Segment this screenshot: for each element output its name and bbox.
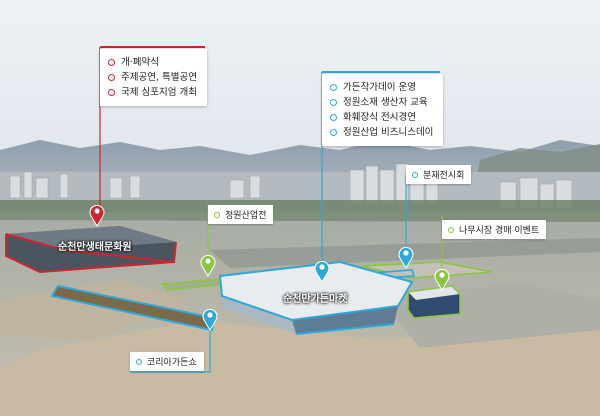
- garden-market-building: [218, 260, 414, 335]
- bunjae-hall-building: [407, 285, 461, 319]
- callout-red: 개·폐막식 주제공연, 특별공연 국제 심포지엄 개최: [100, 49, 207, 106]
- bullet-ring-icon: [330, 99, 337, 106]
- bullet-ring-icon: [108, 59, 115, 66]
- tag-korea-garden-show: 코리아가든쇼: [130, 352, 204, 371]
- bullet-ring-icon: [330, 84, 337, 91]
- show-garden-strip: [50, 284, 216, 332]
- bullet-ring-icon: [136, 358, 142, 365]
- bullet-ring-icon: [214, 211, 220, 218]
- callout-red-item: 주제공연, 특별공연: [108, 70, 197, 85]
- callout-blue-item: 화훼장식 전시경연: [330, 110, 433, 125]
- callout-blue-item: 정원소재 생산자 교육: [330, 95, 433, 110]
- location-pin-icon: [398, 246, 414, 269]
- bullet-ring-icon: [330, 129, 337, 136]
- callout-red-list: 개·폐막식 주제공연, 특별공연 국제 심포지엄 개최: [100, 49, 207, 106]
- location-pin-icon: [89, 204, 105, 227]
- city-buildings: [9, 163, 573, 209]
- tag-bunjae: 분재전시회: [406, 165, 472, 184]
- tag-jeongwon-sanup: 정원산업전: [208, 205, 274, 224]
- location-pin-icon: [314, 260, 330, 283]
- bullet-ring-icon: [108, 89, 115, 96]
- label-culture-hall: 순천만생태문화원: [58, 242, 132, 253]
- callout-blue: 가든작가데이 운영 정원소재 생산자 교육 화훼장식 전시경연 정원산업 비즈니…: [322, 74, 444, 146]
- label-garden-market: 순천만가든마켓: [283, 294, 348, 305]
- field-left: [0, 280, 190, 340]
- location-pin-icon: [200, 254, 216, 277]
- callout-blue-item: 가든작가데이 운영: [330, 80, 433, 95]
- bullet-ring-icon: [412, 171, 418, 178]
- tag-namu-sijang: 나무시장 경매 이벤트: [442, 220, 547, 239]
- location-pin-icon: [434, 268, 450, 291]
- callout-blue-item: 정원산업 비즈니스데이: [330, 125, 433, 140]
- location-pin-icon: [202, 308, 218, 331]
- bullet-ring-icon: [330, 114, 337, 121]
- callout-blue-list: 가든작가데이 운영 정원소재 생산자 교육 화훼장식 전시경연 정원산업 비즈니…: [322, 74, 443, 146]
- bullet-ring-icon: [448, 226, 454, 233]
- callout-red-item: 개·폐막식: [108, 55, 197, 70]
- callout-red-item: 국제 심포지엄 개최: [108, 85, 197, 100]
- bullet-ring-icon: [108, 74, 115, 81]
- culture-hall-building: [5, 226, 177, 274]
